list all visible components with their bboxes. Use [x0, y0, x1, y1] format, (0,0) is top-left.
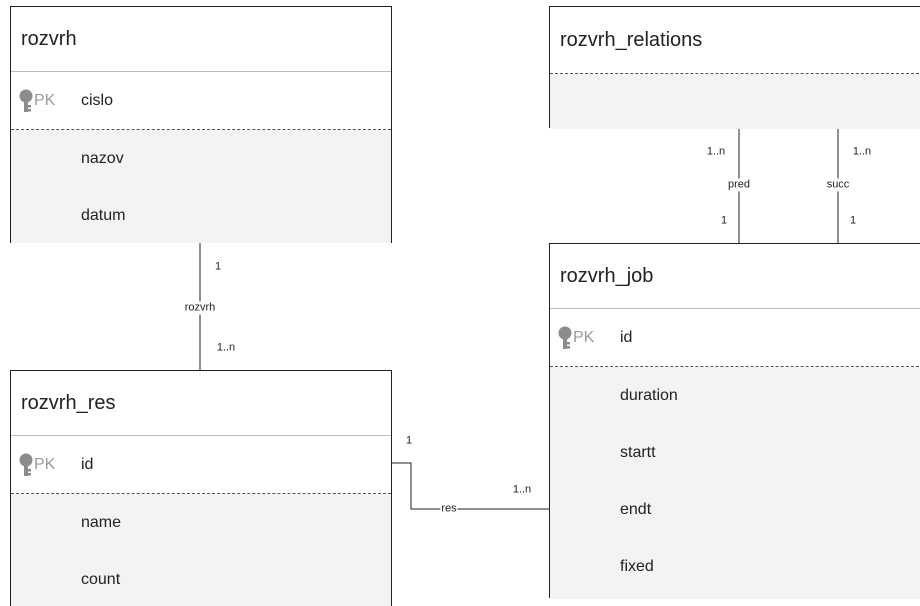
entity-title: rozvrh_res	[11, 371, 391, 436]
pk-field: id	[81, 455, 94, 473]
pk-label: PK	[573, 328, 595, 346]
cardinality-label: 1	[214, 260, 222, 273]
attribute-row: startt	[620, 443, 656, 461]
cardinality-label: 1..n	[706, 145, 726, 158]
pk-label: PK	[34, 455, 56, 473]
relationship-label: pred	[726, 178, 752, 192]
res-job-line	[392, 462, 549, 510]
entity-title: rozvrh	[11, 7, 391, 72]
attribute-list: nazov datum	[11, 130, 391, 243]
attribute-list: duration startt endt fixed	[550, 367, 920, 599]
attribute-row: endt	[620, 500, 652, 518]
relationship-label: succ	[825, 178, 851, 192]
entity-rozvrh-res[interactable]: rozvrh_res PK id name count	[10, 370, 392, 606]
entity-rozvrh[interactable]: rozvrh PK cislo nazov datum	[10, 6, 392, 243]
pk-row: PK id	[11, 436, 391, 494]
cardinality-label: 1	[849, 214, 857, 227]
attribute-row: count	[81, 570, 121, 588]
relationship-label: rozvrh	[183, 301, 217, 315]
attribute-row: datum	[81, 206, 126, 224]
entity-rozvrh-job[interactable]: rozvrh_job PK id duration startt endt fi…	[549, 243, 920, 599]
attribute-row: name	[81, 513, 122, 531]
pk-label: PK	[34, 91, 56, 109]
cardinality-label: 1..n	[852, 145, 872, 158]
key-icon	[19, 89, 33, 112]
entity-title: rozvrh_relations	[550, 7, 920, 74]
attribute-list	[550, 74, 920, 129]
attribute-row: duration	[620, 386, 678, 404]
attribute-row: nazov	[81, 149, 124, 167]
pk-row: PK id	[550, 309, 920, 367]
cardinality-label: 1	[720, 214, 728, 227]
key-icon	[19, 453, 33, 476]
cardinality-label: 1..n	[512, 483, 532, 496]
cardinality-label: 1	[405, 434, 413, 447]
key-icon	[558, 326, 572, 349]
pk-field: cislo	[81, 91, 114, 109]
cardinality-label: 1..n	[216, 341, 236, 354]
pk-field: id	[620, 328, 633, 346]
entity-title: rozvrh_job	[550, 244, 920, 309]
relationship-label: res	[440, 502, 458, 516]
pk-row: PK cislo	[11, 72, 391, 130]
attribute-row: fixed	[620, 557, 654, 575]
entity-rozvrh-relations[interactable]: rozvrh_relations	[549, 6, 920, 129]
attribute-list: name count	[11, 494, 391, 606]
